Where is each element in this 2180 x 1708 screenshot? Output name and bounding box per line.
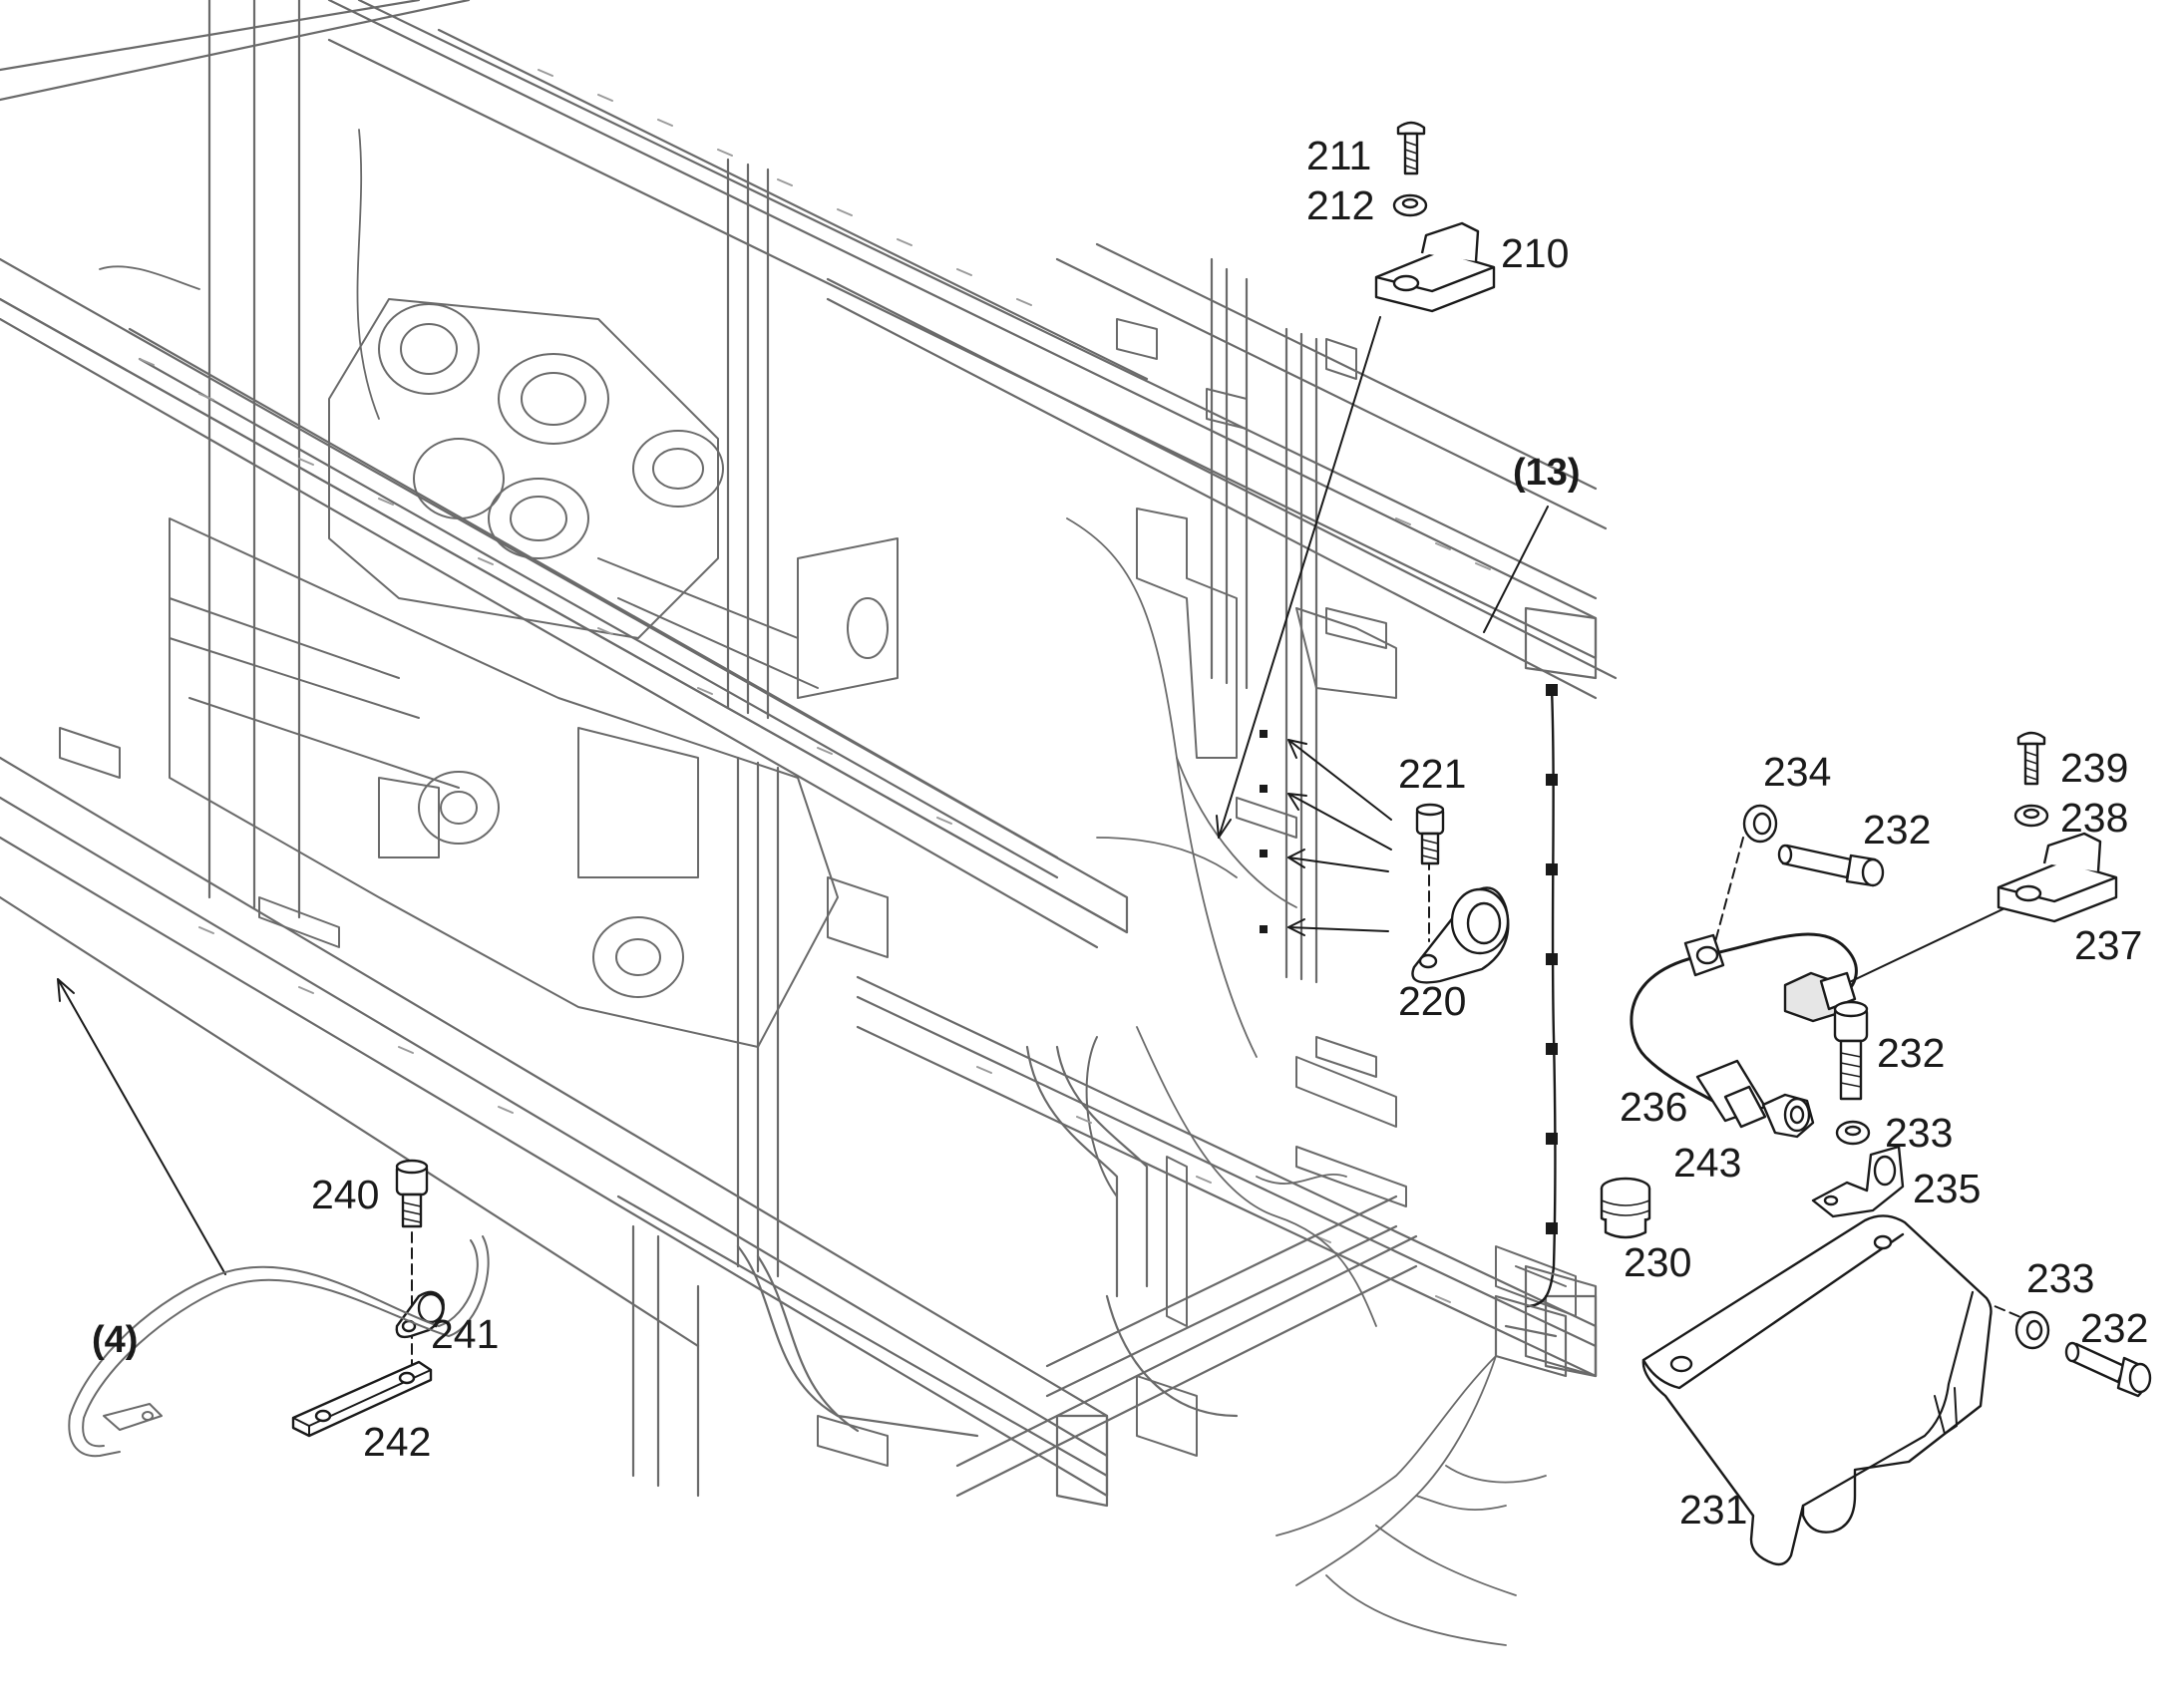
callout-234: 234 [1763, 749, 1831, 795]
callout-13: (13) [1513, 452, 1581, 494]
part-233-washer-top [1835, 1120, 1871, 1146]
harness-13 [1524, 684, 1558, 1308]
callout-242: 242 [363, 1419, 431, 1465]
callout-211: 211 [1306, 133, 1371, 178]
part-211-screw [1396, 121, 1426, 175]
callout-233-bottom: 233 [2026, 1255, 2094, 1301]
callout-232-top: 232 [1863, 807, 1931, 853]
callout-235: 235 [1913, 1166, 1981, 1211]
part-220-p-clip [1411, 886, 1510, 984]
callout-210: 210 [1501, 230, 1569, 276]
part-241-p-clip [395, 1290, 445, 1339]
part-238-washer [2013, 804, 2049, 828]
callout-220: 220 [1398, 978, 1466, 1024]
callout-232-bottom: 232 [2080, 1305, 2148, 1351]
callout-231: 231 [1679, 1487, 1747, 1533]
part-221-bolt [1415, 803, 1445, 865]
callout-232-mid: 232 [1877, 1030, 1945, 1076]
callout-236: 236 [1620, 1084, 1687, 1130]
callout-230: 230 [1624, 1239, 1691, 1285]
part-234-washer [1742, 804, 1778, 844]
part-242-plate [291, 1360, 433, 1438]
callout-238: 238 [2060, 795, 2128, 841]
part-233-washer-bottom [2014, 1310, 2050, 1350]
callout-243: 243 [1673, 1140, 1741, 1186]
part-239-screw [2016, 731, 2046, 786]
part-235-bracket [1811, 1145, 1905, 1218]
cable-4 [68, 1235, 490, 1458]
callout-221: 221 [1398, 751, 1466, 797]
callout-212: 212 [1306, 182, 1374, 228]
part-232-bolt-mid [1833, 1000, 1869, 1101]
part-230-grommet [1600, 1177, 1651, 1239]
callout-239: 239 [2060, 745, 2128, 791]
part-243-nut [1761, 1093, 1815, 1139]
part-240-bolt [395, 1159, 429, 1228]
part-232-bolt-top [1777, 844, 1885, 887]
part-232-bolt-bottom [2064, 1341, 2152, 1398]
part-212-washer [1392, 193, 1428, 217]
callout-4: (4) [92, 1319, 138, 1361]
part-236-speed-sensor [1630, 932, 1858, 1129]
callout-labels: 211 212 210 (13) 221 220 234 232 239 238… [92, 133, 2148, 1533]
part-237-clamp [1997, 832, 2118, 923]
callout-241: 241 [431, 1311, 499, 1357]
vehicle-frame [0, 0, 1618, 1646]
callout-237: 237 [2074, 922, 2142, 968]
part-231-cover [1641, 1214, 1993, 1566]
callout-240: 240 [311, 1172, 379, 1217]
part-210-clamp [1374, 221, 1496, 313]
callout-233-top: 233 [1885, 1110, 1953, 1156]
